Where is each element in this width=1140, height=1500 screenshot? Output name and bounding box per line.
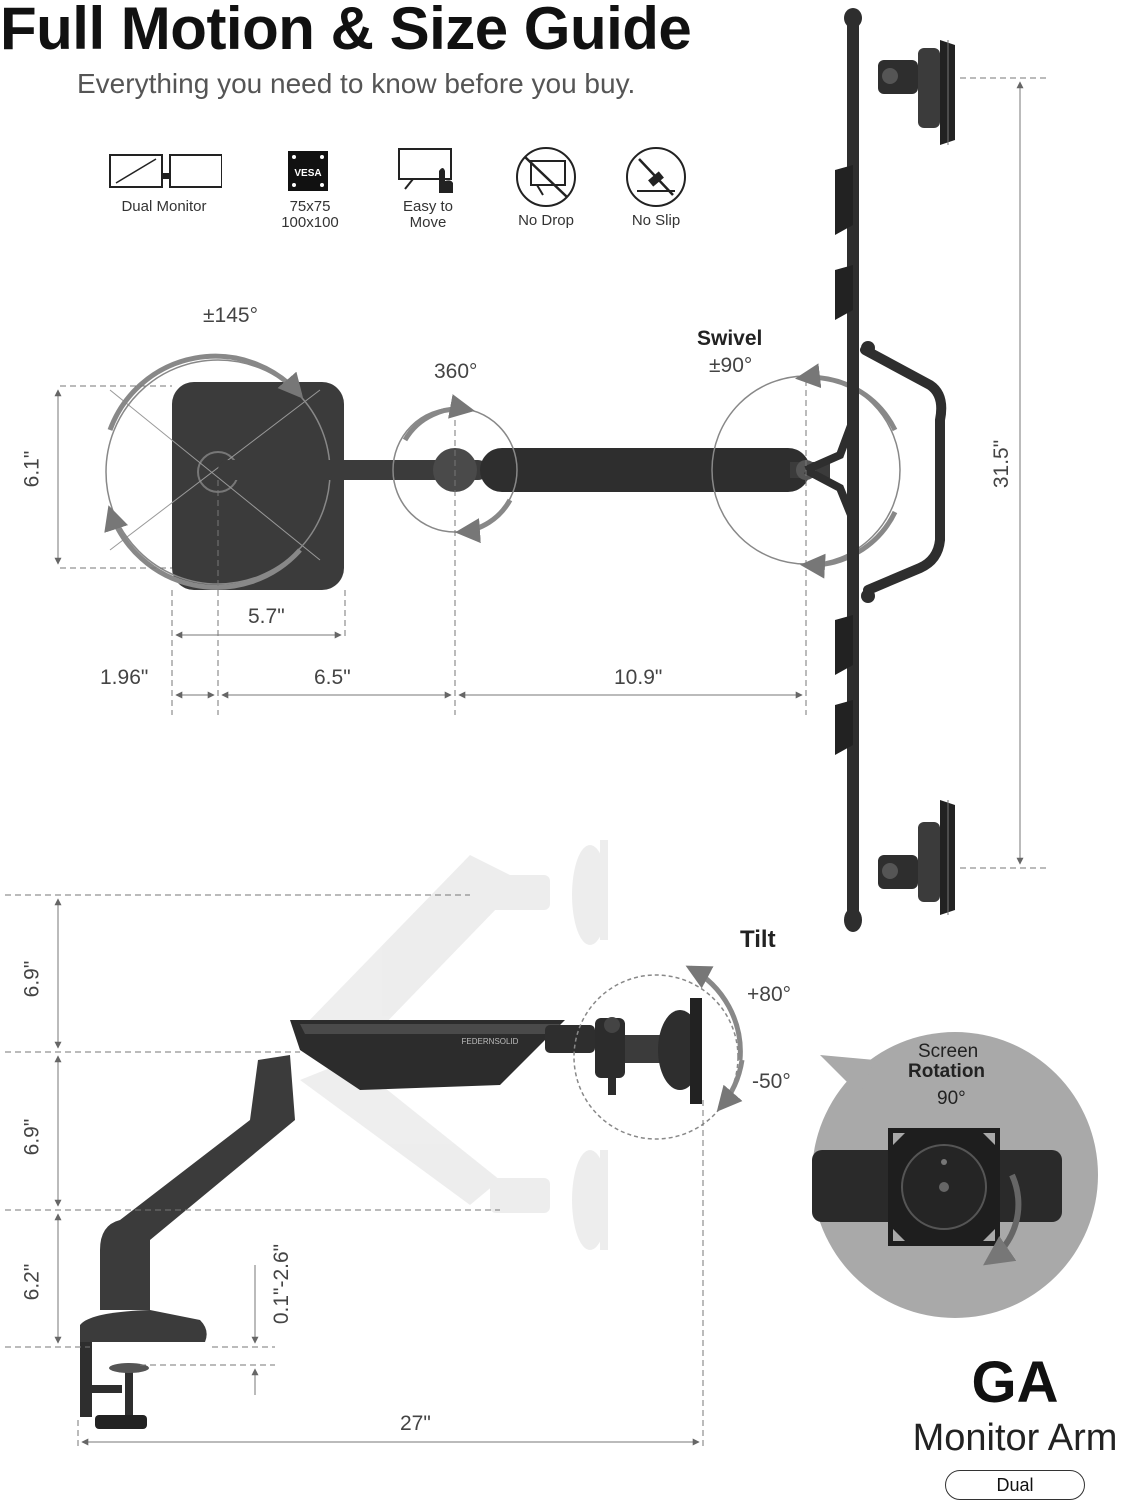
arm-segment-2-label: 10.9" (614, 666, 663, 689)
vesa-icon: VESA (288, 151, 328, 191)
lower-height-label: 6.2" (20, 1263, 44, 1301)
tilt-down-label: -50° (752, 1070, 791, 1093)
feature-label: Dual Monitor (121, 198, 207, 215)
page-subtitle: Everything you need to know before you b… (77, 68, 636, 99)
feature-no-slip: No Slip (596, 145, 716, 229)
brand-model: GA (971, 1350, 1059, 1415)
reach-label: 27" (400, 1412, 431, 1435)
rotation-callout (812, 1032, 1098, 1318)
vesa-badge: VESA (294, 168, 321, 179)
pole (847, 10, 859, 930)
rotation-line2: Rotation (908, 1061, 986, 1082)
rotation-joint-label: 360° (434, 360, 478, 383)
brand-name: Monitor Arm (912, 1417, 1118, 1459)
arm-logo: FEDERNSOLID (462, 1037, 519, 1046)
no-slip-icon (626, 147, 686, 207)
swivel-label: Swivel (697, 327, 763, 350)
arm-segment-2 (480, 448, 810, 492)
clamp-range-label: 0.1"-2.6" (270, 1243, 294, 1325)
feature-label: No Drop (518, 212, 574, 229)
feature-dual-monitor: Dual Monitor (104, 145, 224, 215)
tilt-up-label: +80° (747, 983, 792, 1006)
rotation-angle: 90° (937, 1088, 966, 1109)
feature-label-line1: Easy to (402, 198, 454, 215)
top-view (54, 8, 1050, 932)
brand-block: GA Monitor Arm Dual (890, 1350, 1140, 1500)
upper-range-label: 6.9" (20, 960, 44, 998)
side-view: FEDERNSOLID (5, 840, 745, 1450)
page-title: Full Motion & Size Guide (0, 0, 692, 62)
rotation-arrow-icon (983, 1173, 1022, 1266)
feature-no-drop: No Drop (486, 145, 606, 229)
base-plate (172, 382, 344, 590)
feature-vesa: VESA 75x75 100x100 (250, 145, 370, 231)
no-drop-icon (516, 147, 576, 207)
feature-label: No Slip (631, 212, 681, 229)
plate-height-label: 6.1" (20, 450, 44, 488)
feature-label-line1: 75x75 (289, 198, 331, 215)
pole-height-label: 31.5" (990, 439, 1014, 489)
plate-width-label: 5.7" (248, 605, 285, 628)
variant-badge: Dual (945, 1470, 1085, 1500)
offset-label: 1.96" (100, 666, 149, 689)
arm-segment-1 (218, 460, 488, 480)
swivel-angle: ±90° (709, 354, 753, 377)
dual-monitor-icon (109, 154, 222, 188)
middle-range-label: 6.9" (20, 1118, 44, 1156)
feature-label-line2: Move (409, 214, 447, 231)
feature-easy-move: Easy to Move (368, 145, 488, 231)
rotation-plate-label: ±145° (203, 304, 258, 327)
tilt-label: Tilt (740, 926, 776, 953)
easy-move-icon (398, 148, 453, 193)
feature-label-line2: 100x100 (281, 214, 339, 231)
rotation-arrow-icon (107, 353, 304, 431)
rotation-line1: Screen (918, 1041, 979, 1062)
arm-segment-1-label: 6.5" (314, 666, 351, 689)
main-arm: FEDERNSOLID (80, 998, 702, 1429)
